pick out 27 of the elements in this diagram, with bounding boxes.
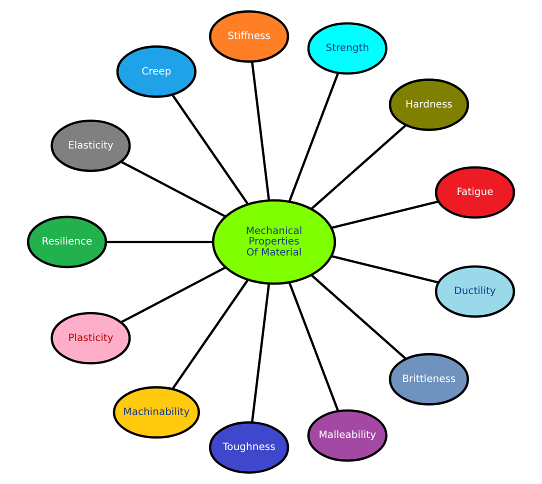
connector [310, 274, 407, 360]
connector [310, 124, 407, 210]
connector [288, 282, 340, 412]
connector [288, 72, 340, 202]
node-ellipse: Creep [116, 45, 196, 98]
node-ellipse: Elasticity [50, 120, 131, 172]
node-ellipse: Ductility [434, 265, 516, 318]
node-ellipse: Plasticity [50, 312, 131, 364]
node-ellipse: Strength [307, 22, 388, 75]
connector [120, 266, 226, 324]
connector [250, 283, 270, 423]
connector [331, 255, 439, 284]
node-ellipse: Brittleness [388, 353, 470, 406]
node-ellipse: Toughness [208, 421, 290, 474]
connector [250, 61, 270, 201]
node-ellipse: Malleability [307, 409, 388, 462]
connector [106, 240, 214, 244]
connector [331, 200, 439, 229]
connector [172, 279, 249, 390]
connector [120, 160, 226, 218]
node-ellipse: Stiffness [208, 10, 290, 63]
node-ellipse: Mechanical Properties Of Material [212, 199, 336, 285]
node-ellipse: Resilience [26, 216, 108, 268]
connector [171, 94, 249, 205]
node-ellipse: Machinability [112, 386, 200, 439]
node-ellipse: Fatigue [434, 166, 516, 219]
node-ellipse: Hardness [388, 78, 470, 131]
